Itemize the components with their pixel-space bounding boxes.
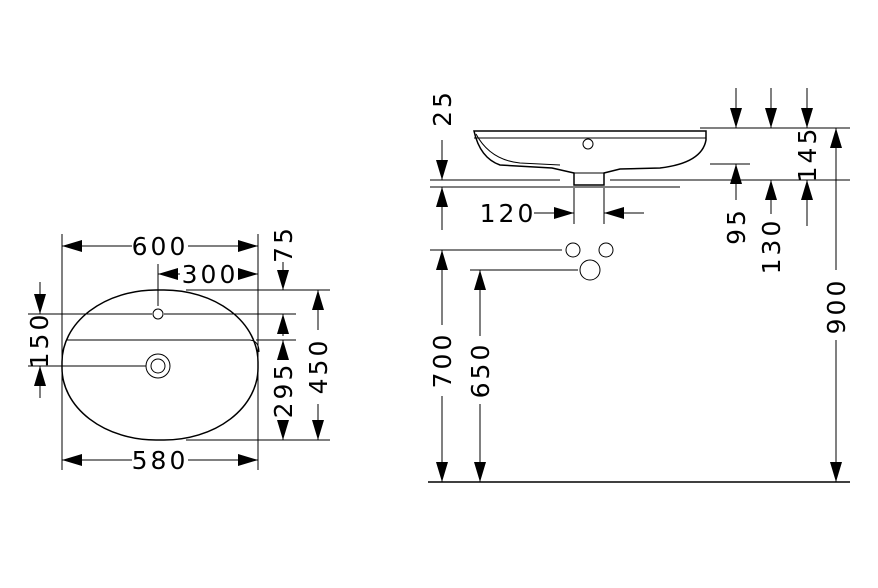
dim-95-label: 95 — [722, 207, 751, 245]
dim-600: 600 — [62, 232, 258, 261]
dim-75: 75 — [269, 225, 298, 336]
dim-580-label: 580 — [132, 446, 189, 475]
dim-95: 95 — [722, 164, 751, 245]
dim-450: 450 — [304, 290, 333, 440]
dim-600-label: 600 — [132, 232, 189, 261]
dim-650: 650 — [466, 270, 495, 482]
dim-130-label: 130 — [757, 218, 786, 275]
dim-450-label: 450 — [304, 338, 333, 395]
dim-900-label: 900 — [822, 278, 851, 335]
dim-25: 25 — [428, 89, 457, 230]
drain-outer — [145, 353, 171, 379]
dim-900: 900 — [822, 128, 851, 482]
basin-outline — [61, 289, 259, 441]
dim-120-label: 120 — [480, 199, 537, 228]
drain-inner — [150, 358, 166, 374]
dim-150: 150 — [25, 282, 54, 398]
dim-145: 145 — [793, 126, 822, 226]
side-view: 25 120 95 130 145 — [428, 88, 851, 483]
side-extension-lines — [428, 127, 850, 483]
dim-25-label: 25 — [428, 89, 457, 127]
basin-bowl-edge — [66, 339, 260, 353]
dim-130: 130 — [757, 180, 786, 274]
tap-hole — [152, 308, 164, 320]
dim-75-label: 75 — [269, 225, 298, 263]
dim-300: 300 — [158, 260, 258, 289]
basin-bowl-line — [475, 133, 561, 166]
side-tap-hole — [582, 138, 594, 150]
dim-700-label: 700 — [428, 332, 457, 389]
dim-120: 120 — [480, 199, 644, 228]
dim-295: 295 — [269, 340, 298, 440]
dim-150-label: 150 — [25, 312, 54, 369]
dim-650-label: 650 — [466, 342, 495, 399]
dim-700: 700 — [428, 250, 457, 482]
waste-outlet — [579, 259, 601, 281]
top-reference-arrows — [730, 88, 813, 128]
dim-580: 580 — [62, 446, 258, 475]
plan-view: 600 300 75 150 580 2 — [25, 225, 333, 475]
plan-extension-lines — [28, 234, 330, 470]
dim-300-label: 300 — [182, 260, 239, 289]
basin-side-profile — [473, 130, 707, 186]
connection-left — [565, 242, 581, 258]
dim-145-label: 145 — [793, 126, 822, 183]
dim-295-label: 295 — [269, 362, 298, 419]
connection-right — [598, 242, 614, 258]
